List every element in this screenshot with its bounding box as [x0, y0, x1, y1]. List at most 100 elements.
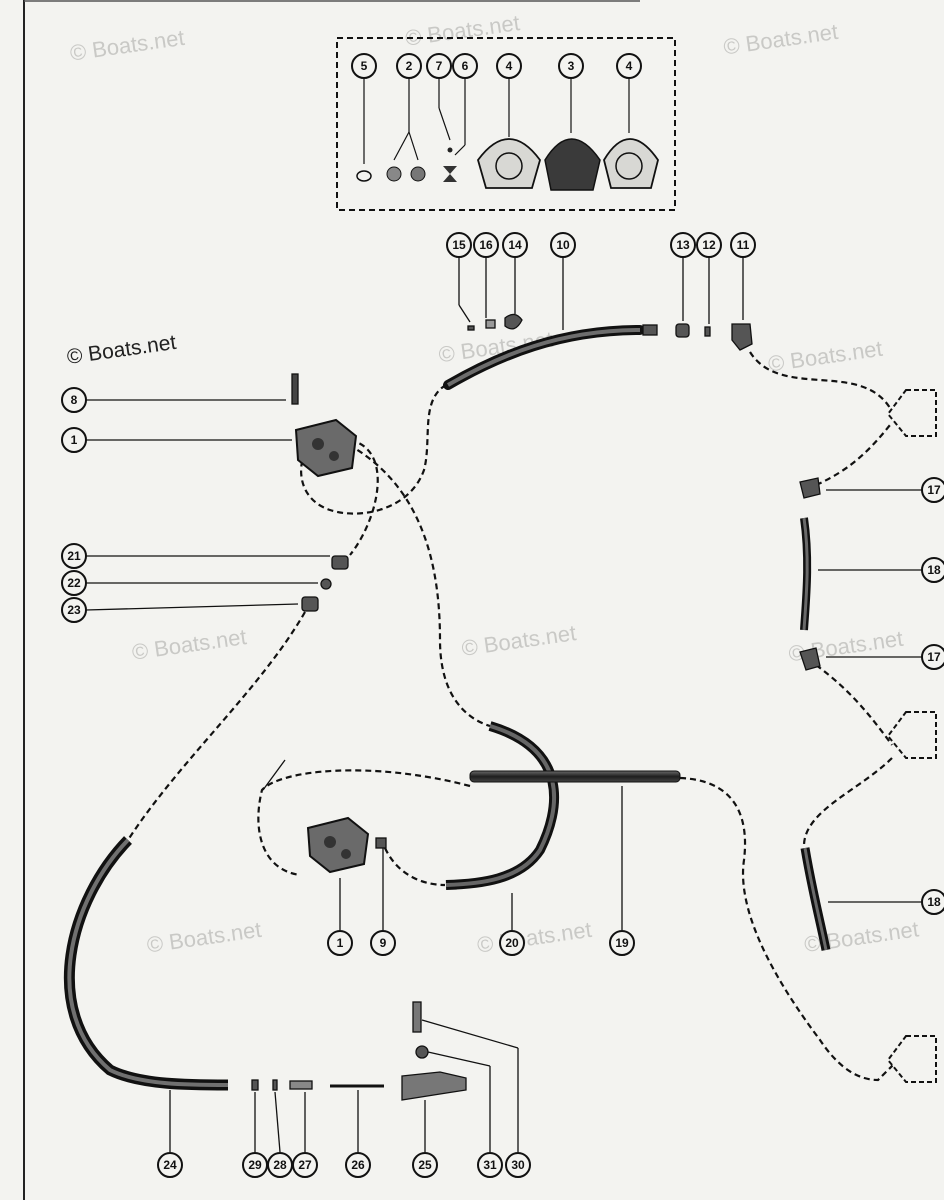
clamp-14 [504, 313, 523, 330]
callout-31: 31 [477, 1152, 503, 1178]
callout-9: 9 [370, 930, 396, 956]
callout-16: 16 [473, 232, 499, 258]
fuel-hose-19 [469, 770, 681, 783]
washer-22 [320, 578, 332, 590]
elbow-17 [799, 477, 821, 499]
callout-24: 24 [157, 1152, 183, 1178]
callout-3: 3 [558, 53, 584, 79]
callout-15: 15 [446, 232, 472, 258]
callout-26: 26 [345, 1152, 371, 1178]
fuel-pump-1 [306, 816, 370, 874]
screw-15 [467, 325, 475, 331]
svg-text:9: 9 [380, 936, 387, 950]
watermark: © Boats.net [130, 624, 248, 665]
svg-text:17: 17 [927, 650, 941, 664]
watermark: © Boats.net [766, 336, 884, 377]
svg-text:22: 22 [67, 576, 81, 590]
callout-13: 13 [670, 232, 696, 258]
fittings [251, 313, 821, 1101]
fuel-tee-25 [401, 1071, 467, 1101]
callout-11: 11 [730, 232, 756, 258]
callout-20: 20 [499, 930, 525, 956]
svg-text:14: 14 [508, 238, 522, 252]
fuel-pumps [294, 418, 370, 874]
svg-text:24: 24 [163, 1158, 177, 1172]
svg-text:13: 13 [676, 238, 690, 252]
callout-18: 18 [921, 889, 944, 915]
clip-16 [485, 319, 496, 329]
svg-text:15: 15 [452, 238, 466, 252]
spring-27 [289, 1080, 313, 1090]
callouts: 8 1 21 22 23 15 16 14 10 13 12 11 17 18 … [61, 232, 944, 1178]
diaphragm [544, 138, 601, 191]
gasket-12 [704, 326, 711, 337]
callout-23: 23 [61, 597, 87, 623]
svg-text:16: 16 [479, 238, 493, 252]
elbow-17 [799, 647, 821, 671]
fitting-21 [331, 555, 349, 570]
nut-31 [415, 1045, 429, 1059]
fuel-hose-24 [63, 836, 229, 1091]
svg-text:2: 2 [406, 59, 413, 73]
ring-28 [272, 1079, 278, 1091]
svg-text:18: 18 [927, 563, 941, 577]
watermark: © Boats.net [68, 25, 186, 66]
watermark: © Boats.net [145, 917, 263, 958]
fuel-pump-1 [294, 418, 358, 478]
svg-text:1: 1 [71, 433, 78, 447]
gasket [477, 138, 541, 189]
kit-parts [356, 138, 659, 191]
seal-29 [251, 1079, 259, 1091]
bolt-8 [291, 373, 299, 405]
o-ring [356, 170, 372, 182]
callout-4: 4 [496, 53, 522, 79]
watermark: © Boats.net [475, 917, 593, 958]
fitting-13 [675, 323, 690, 338]
retainer [447, 147, 453, 153]
callout-4: 4 [616, 53, 642, 79]
kit-callouts: 5 2 7 6 4 3 4 [351, 53, 642, 79]
diaphragm-spring [443, 166, 457, 182]
callout-30: 30 [505, 1152, 531, 1178]
elbow-11 [731, 323, 753, 351]
check-valve [386, 166, 402, 182]
svg-text:3: 3 [568, 59, 575, 73]
svg-text:7: 7 [436, 59, 443, 73]
callout-19: 19 [609, 930, 635, 956]
callout-17: 17 [921, 477, 944, 503]
repair-kit-box [336, 37, 676, 211]
callout-2: 2 [396, 53, 422, 79]
callout-7: 7 [426, 53, 452, 79]
callout-29: 29 [242, 1152, 268, 1178]
callout-8: 8 [61, 387, 87, 413]
svg-text:17: 17 [927, 483, 941, 497]
callout-1: 1 [327, 930, 353, 956]
svg-text:6: 6 [462, 59, 469, 73]
watermark: © Boats.net [460, 620, 578, 661]
kit-leader-lines [363, 79, 630, 164]
svg-text:12: 12 [702, 238, 716, 252]
callout-18: 18 [921, 557, 944, 583]
svg-text:11: 11 [737, 238, 750, 252]
svg-text:5: 5 [361, 59, 368, 73]
callout-10: 10 [550, 232, 576, 258]
svg-text:21: 21 [67, 549, 81, 563]
watermark: © Boats.net [404, 10, 522, 51]
check-valve [410, 166, 426, 182]
callout-12: 12 [696, 232, 722, 258]
callout-21: 21 [61, 543, 87, 569]
svg-text:23: 23 [67, 603, 81, 617]
callout-22: 22 [61, 570, 87, 596]
plug-9 [375, 837, 387, 849]
callout-6: 6 [452, 53, 478, 79]
svg-text:8: 8 [71, 393, 78, 407]
svg-text:20: 20 [505, 936, 519, 950]
svg-text:27: 27 [298, 1158, 312, 1172]
svg-text:26: 26 [351, 1158, 365, 1172]
hose-routing [127, 351, 897, 1082]
fitting-23 [301, 596, 319, 612]
copyright-notice: © Boats.net [65, 331, 177, 369]
svg-text:18: 18 [927, 895, 941, 909]
